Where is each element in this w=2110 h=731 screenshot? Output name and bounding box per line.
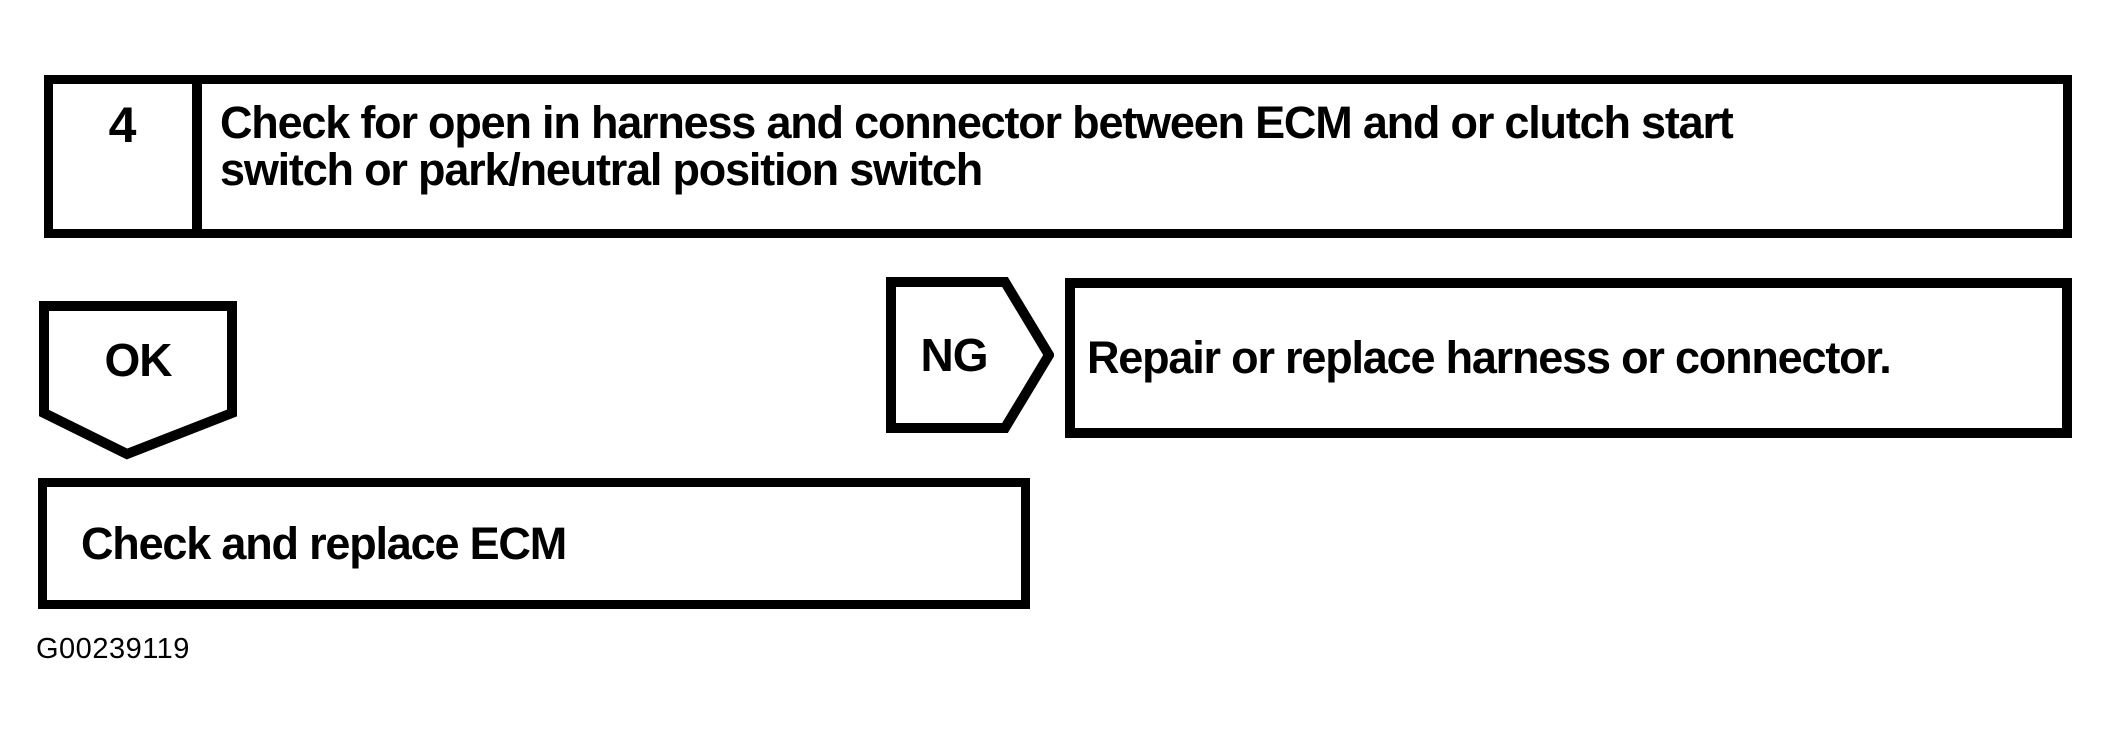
step-number: 4 xyxy=(53,84,202,229)
step-description-line1: Check for open in harness and connector … xyxy=(220,97,1734,148)
step-description-line2: switch or park/neutral position switch xyxy=(220,144,983,195)
ecm-box: Check and replace ECM xyxy=(38,478,1030,609)
step-box: 4 Check for open in harness and connecto… xyxy=(44,75,2072,238)
step-description: Check for open in harness and connector … xyxy=(202,84,2063,229)
ok-pentagon-outline xyxy=(39,301,237,460)
ng-pentagon-shape xyxy=(886,277,1054,433)
ecm-box-text: Check and replace ECM xyxy=(81,517,567,569)
repair-box-text: Repair or replace harness or connector. xyxy=(1087,332,1892,383)
figure-id-label: G00239119 xyxy=(36,633,190,665)
ng-pentagon-outline xyxy=(886,277,1054,433)
repair-box: Repair or replace harness or connector. xyxy=(1065,278,2072,438)
ng-label: NG xyxy=(920,329,989,381)
ok-pentagon-shape xyxy=(39,301,237,460)
ok-label: OK xyxy=(104,334,173,386)
